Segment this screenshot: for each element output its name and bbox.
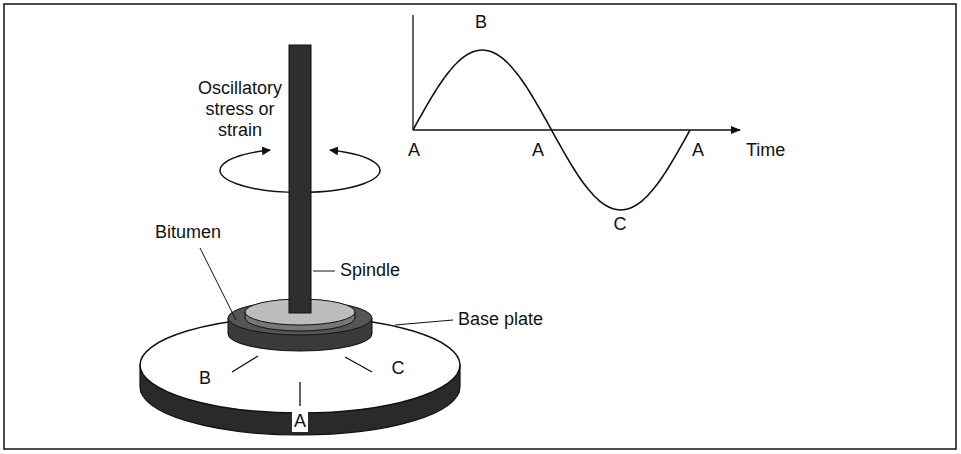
waveform-point: C bbox=[614, 214, 627, 235]
waveform-point: B bbox=[475, 12, 487, 33]
position-mark: A bbox=[292, 411, 308, 432]
part-label: Bitumen bbox=[155, 222, 221, 243]
motion-label: Oscillatory stress or strain bbox=[190, 78, 290, 141]
position-mark: B bbox=[199, 368, 211, 389]
waveform-point: A bbox=[532, 140, 544, 161]
waveform-point: A bbox=[692, 140, 704, 161]
leader-line bbox=[200, 248, 236, 320]
leader-line bbox=[395, 320, 453, 325]
waveform-graph bbox=[413, 15, 740, 210]
part-label: Base plate bbox=[458, 309, 543, 330]
position-mark: C bbox=[392, 358, 405, 379]
frame bbox=[4, 4, 956, 449]
part-label: Spindle bbox=[340, 260, 400, 281]
axis-label: Time bbox=[746, 140, 785, 161]
leader-line bbox=[313, 271, 335, 272]
waveform-point: A bbox=[408, 140, 420, 161]
